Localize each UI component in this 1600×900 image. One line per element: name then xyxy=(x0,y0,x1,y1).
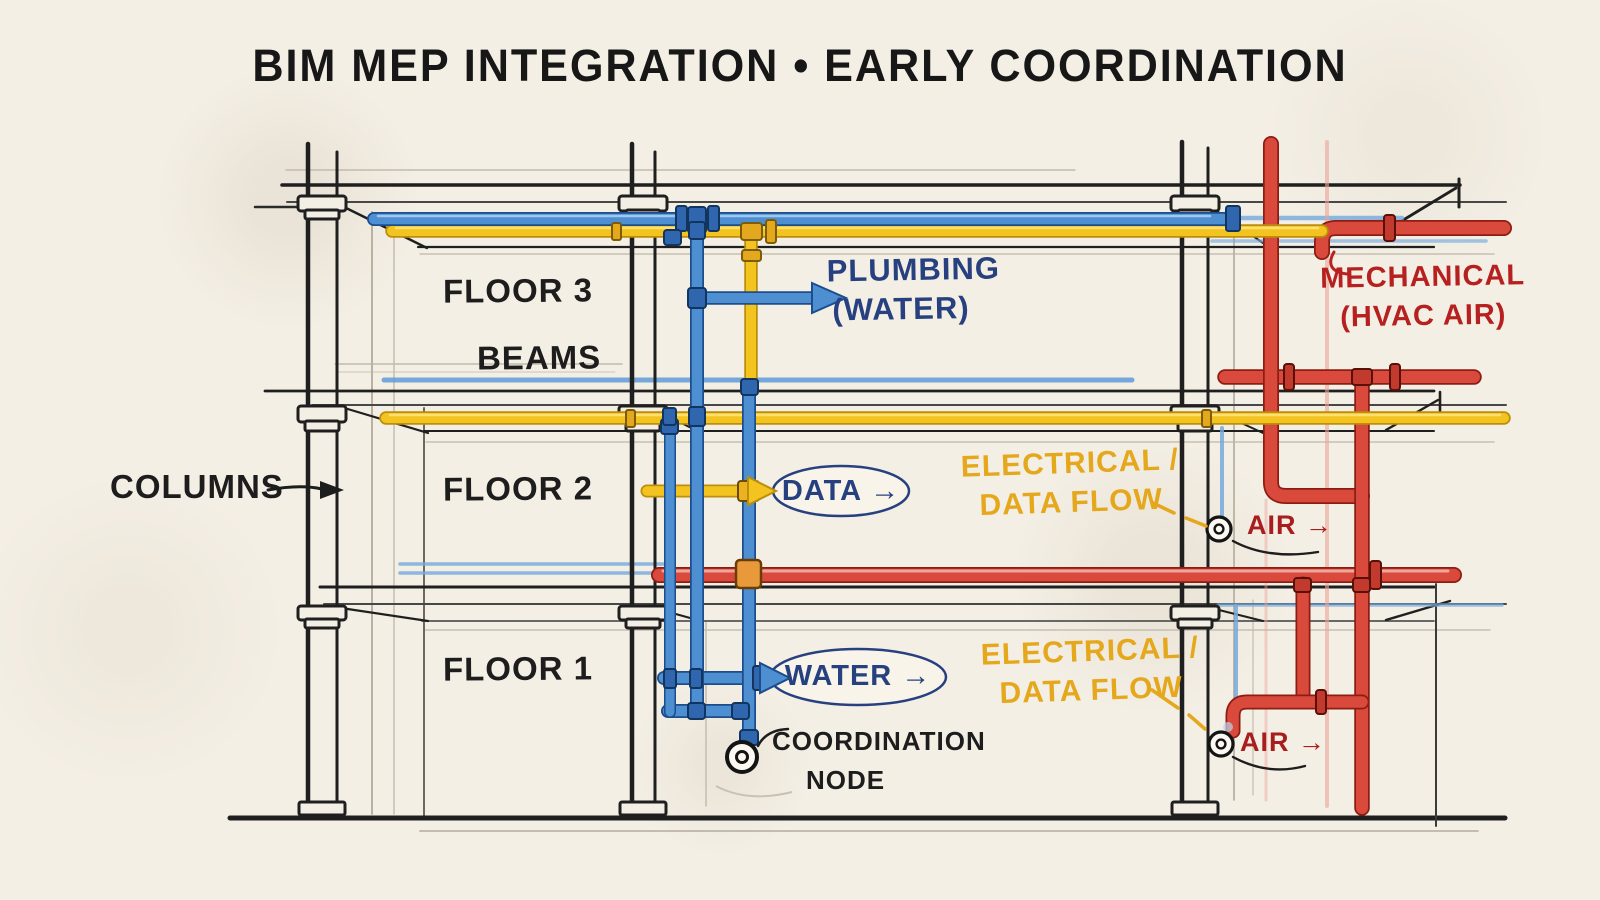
beams-label: BEAMS xyxy=(476,338,602,377)
plumbing-label: PLUMBING (WATER) xyxy=(826,248,1001,329)
mechanical-label-line1: MECHANICAL xyxy=(1319,259,1526,295)
columns-arrowhead xyxy=(320,481,344,499)
water-arrowhead xyxy=(759,661,793,695)
air-lower-tag: AIR → xyxy=(1240,727,1326,757)
air-upper-tag: AIR → xyxy=(1247,510,1333,540)
air-lower-leader xyxy=(1231,755,1307,771)
electrical-lower-label: ELECTRICAL / DATA FLOW xyxy=(967,628,1215,715)
plumbing-arrowhead xyxy=(811,281,849,315)
column-capitals xyxy=(296,194,1221,817)
coordination-label-line1: COORDINATION xyxy=(772,726,986,756)
electrical-upper-label: ELECTRICAL / DATA FLOW xyxy=(947,440,1195,527)
floor3-label: FLOOR 3 xyxy=(442,271,594,310)
electrical-pipes xyxy=(379,224,1511,498)
hvac-lower-loop xyxy=(1227,696,1368,737)
coordination-leader xyxy=(756,727,790,748)
mechanical-leader xyxy=(1329,250,1349,276)
electrical-lower-leader xyxy=(1150,688,1207,731)
columns-group xyxy=(296,139,1221,819)
plumbing-label-line2: (WATER) xyxy=(832,290,970,328)
data-arrowhead xyxy=(747,475,779,507)
water-tag: WATER → xyxy=(784,660,932,692)
page-title: BIM MEP INTEGRATION • EARLY COORDINATION xyxy=(252,40,1348,91)
coordination-node-label: COORDINATION NODE xyxy=(772,722,986,800)
floor2-label: FLOOR 2 xyxy=(442,469,594,508)
columns-label: COLUMNS xyxy=(110,468,284,505)
leader-lines xyxy=(266,250,1349,771)
plumbing-label-line1: PLUMBING xyxy=(826,250,1001,289)
air-upper-leader xyxy=(1231,539,1320,556)
flow-arrowheads xyxy=(747,281,849,695)
electrical-upper-leader xyxy=(1151,501,1208,528)
hvac-riser-main xyxy=(1264,137,1369,503)
mechanical-label: MECHANICAL (HVAC AIR) xyxy=(1317,256,1528,338)
coordination-nodes xyxy=(715,515,1235,798)
clash-joint-hvac xyxy=(734,558,763,590)
mechanical-label-line2: (HVAC AIR) xyxy=(1339,298,1507,334)
floor1-label: FLOOR 1 xyxy=(442,649,594,688)
coordination-label-line2: NODE xyxy=(806,765,886,795)
columns-leader xyxy=(266,485,324,492)
data-tag: DATA → xyxy=(781,475,901,507)
